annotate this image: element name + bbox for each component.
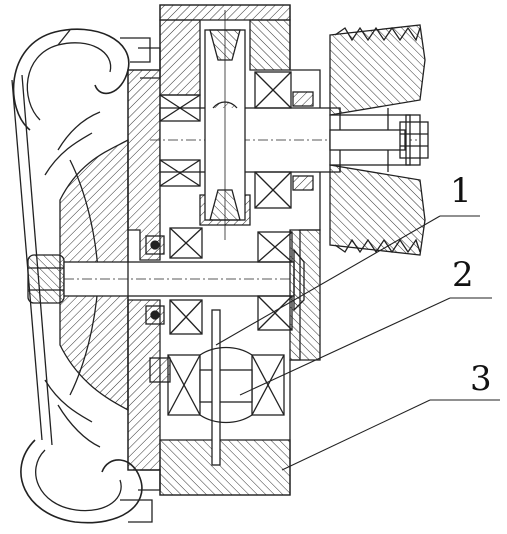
shaft-nut: [27, 254, 65, 304]
pulley: [329, 24, 429, 256]
main-shaft: [63, 261, 295, 297]
callout-3-label: 3: [470, 359, 492, 399]
leader-lines: [215, 215, 500, 471]
callout-1-label: 1: [450, 171, 472, 211]
main-shaft-bearings: [145, 227, 305, 335]
callout-2-label: 2: [452, 255, 474, 295]
upper-shaft: [150, 10, 420, 240]
idler-gear: [149, 309, 285, 466]
